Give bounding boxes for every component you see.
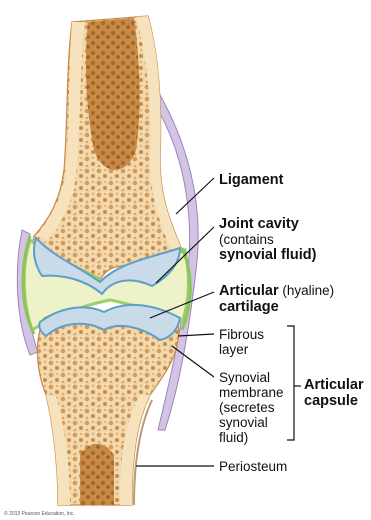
articular-cartilage-label: Articular (hyaline) — [219, 283, 334, 299]
tibia-marrow-cavity — [80, 444, 114, 505]
hyaline-label: (hyaline) — [279, 283, 335, 298]
articular-capsule-label-2: capsule — [304, 393, 358, 409]
articular-label: Articular — [219, 283, 279, 299]
synovial-membrane-label-5: fluid) — [219, 430, 248, 445]
joint-cavity-label: Joint cavity — [219, 216, 299, 232]
marrow-cavity — [86, 18, 140, 170]
joint-cavity-contains-label: (contains — [219, 232, 274, 247]
articular-capsule-bracket — [287, 326, 294, 440]
copyright-notice: © 2013 Pearson Education, Inc. — [4, 511, 75, 517]
synovial-membrane-label-4: synovial — [219, 415, 268, 430]
fibrous-layer-label-1: Fibrous — [219, 327, 264, 342]
ligament-label: Ligament — [219, 172, 283, 188]
periosteum-label: Periosteum — [219, 459, 287, 474]
synovial-membrane-label-2: membrane — [219, 385, 284, 400]
joint-cavity-fluid-label: synovial fluid) — [219, 247, 317, 263]
cartilage-label: cartilage — [219, 299, 279, 315]
synovial-membrane-label-3: (secretes — [219, 400, 275, 415]
articular-capsule-label-1: Articular — [304, 377, 364, 393]
synovial-membrane-label-1: Synovial — [219, 370, 270, 385]
fibrous-layer-label-2: layer — [219, 342, 248, 357]
